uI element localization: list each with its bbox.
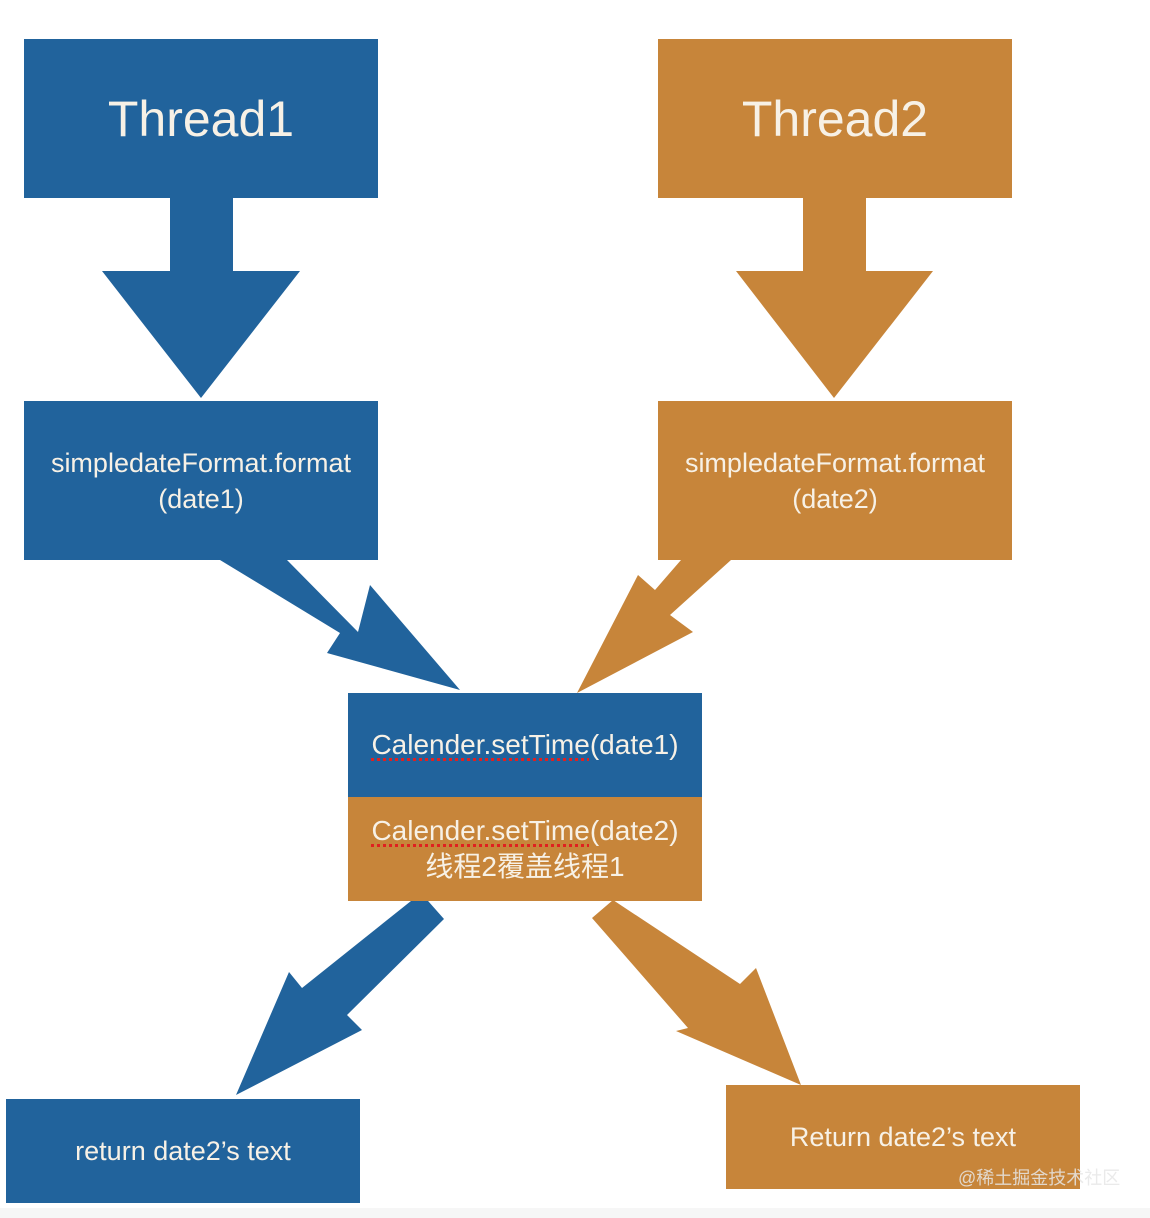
settime-date2-text: Calender.setTime(date2)	[371, 813, 678, 849]
thread1-title: Thread1	[107, 90, 295, 147]
thread1-result-box: return date2’s text	[6, 1099, 360, 1203]
thread1-result-text: return date2’s text	[75, 1136, 291, 1166]
settime-date2-arg: (date2)	[589, 815, 679, 846]
thread2-format-box: simpledateFormat.format (date2)	[658, 401, 1012, 560]
thread1-box: Thread1	[24, 39, 378, 198]
calendar-to-thread2-result-arrow	[592, 900, 801, 1085]
bottom-bar	[0, 1208, 1150, 1218]
calendar-settime-date2-box: Calender.setTime(date2) 线程2覆盖线程1	[348, 797, 702, 901]
settime-date2-method: Calender.setTime	[371, 815, 590, 846]
thread1-down-arrow	[102, 198, 300, 398]
calendar-settime-date1-box: Calender.setTime(date1)	[348, 693, 702, 797]
settime-date1-text: Calender.setTime(date1)	[371, 727, 678, 763]
thread2-format-line2: (date2)	[792, 483, 878, 514]
settime-date1-method: Calender.setTime	[371, 729, 590, 760]
settime-date1-arg: (date1)	[589, 729, 679, 760]
thread2-result-box: Return date2’s text	[726, 1085, 1080, 1189]
thread2-result-text: Return date2’s text	[789, 1122, 1017, 1152]
thread2-format-line1: simpledateFormat.format	[684, 447, 986, 478]
overwrite-note: 线程2覆盖线程1	[425, 851, 625, 882]
calendar-to-thread1-result-arrow	[236, 893, 444, 1095]
thread2-to-calendar-arrow	[577, 560, 731, 693]
thread2-down-arrow	[736, 198, 933, 398]
thread1-format-line2: (date1)	[158, 483, 244, 514]
thread1-format-box: simpledateFormat.format (date1)	[24, 401, 378, 560]
thread2-box: Thread2	[658, 39, 1012, 198]
thread1-to-calendar-arrow	[220, 560, 460, 690]
watermark: @稀土掘金技术社区	[958, 1168, 1121, 1188]
thread2-title: Thread2	[741, 90, 929, 147]
thread1-format-line1: simpledateFormat.format	[50, 447, 352, 478]
